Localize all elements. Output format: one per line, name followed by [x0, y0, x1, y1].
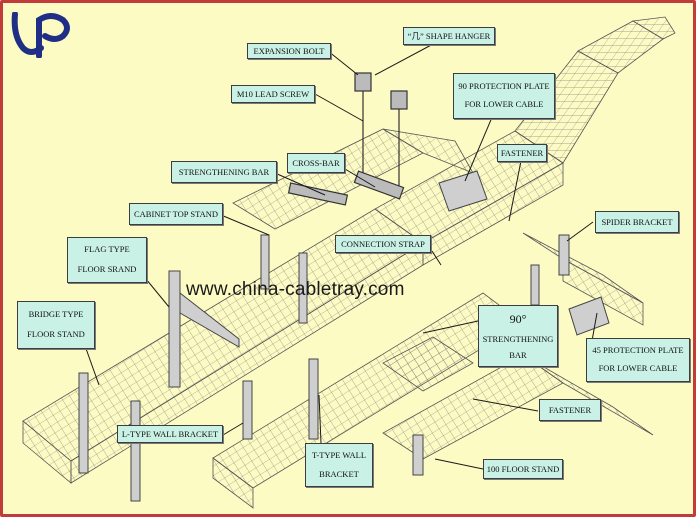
t-type-wall-bracket [308, 358, 319, 440]
spider-bracket [558, 234, 570, 276]
label-m10-lead-screw: M10 LEAD SCREW [231, 85, 315, 103]
lower-cable-tray [212, 292, 524, 509]
label-fastener-bottom: FASTENER [539, 399, 601, 421]
cable-tray-illustration [22, 16, 676, 509]
label-cabinet-top-stand: CABINET TOP STAND [129, 203, 223, 225]
website-watermark: www.china-cabletray.com [186, 279, 405, 300]
protection-plate-90 [438, 170, 488, 212]
flag-type-floor-stand [168, 270, 181, 388]
label-fastener-top: FASTENER [497, 144, 547, 162]
label-cross-bar: CROSS-BAR [287, 153, 345, 173]
label-strengthening-bar: STRENGTHENING BAR [171, 161, 277, 183]
company-logo [11, 12, 70, 58]
cabinet-top-stand [260, 234, 270, 290]
label-100-floor-stand: 100 FLOOR STAND [483, 459, 563, 479]
floor-stand-100 [412, 434, 424, 476]
leader-lines [83, 42, 598, 470]
label-spider-bracket: SPIDER BRACKET [595, 211, 679, 233]
rising-cable-tray [514, 16, 676, 164]
label-expansion-bolt: EXPANSION BOLT [247, 43, 331, 59]
label-shape-hanger: “几” SHAPE HANGER [403, 27, 495, 45]
l-type-wall-bracket [242, 380, 253, 440]
protection-plate-45 [568, 296, 610, 336]
bridge-type-floor-stand [78, 372, 89, 474]
label-l-type-wall-bracket: L-TYPE WALL BRACKET [117, 425, 223, 443]
label-connection-strap: CONNECTION STRAP [335, 235, 431, 253]
